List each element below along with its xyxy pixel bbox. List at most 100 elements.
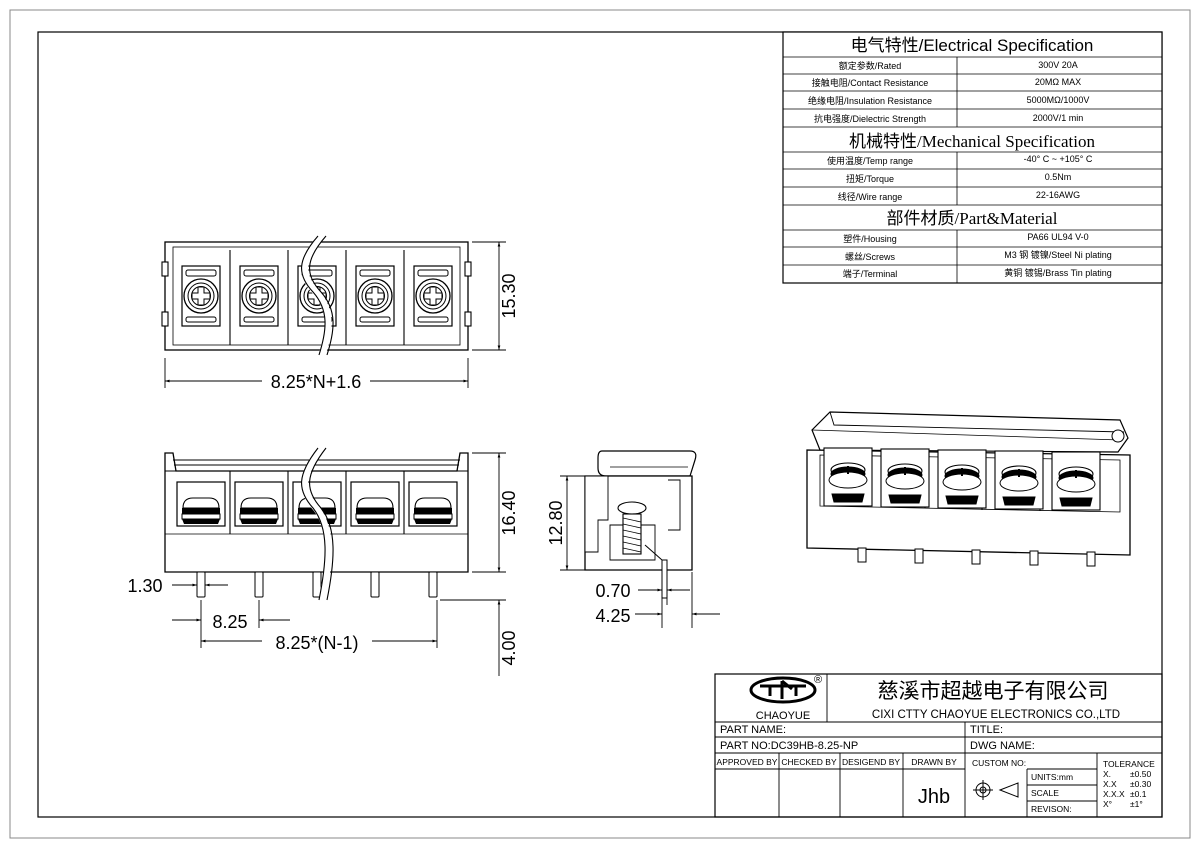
- company-logo: [749, 676, 817, 704]
- pin-length-label: 4.00: [499, 630, 519, 665]
- front-height-label: 16.40: [499, 490, 519, 535]
- spec-value: M3 钢 镀镍/Steel Ni plating: [1004, 249, 1112, 260]
- revision-label: REVISON:: [1031, 804, 1072, 814]
- drawn-by-name: Jhb: [918, 786, 950, 808]
- screw-top-icon: [181, 265, 221, 327]
- screw-front-icon: [350, 481, 400, 527]
- side-view: [584, 450, 697, 599]
- pin: [661, 559, 668, 599]
- spec-label: 使用温度/Temp range: [827, 155, 913, 166]
- spec-value: 20MΩ MAX: [1035, 77, 1081, 87]
- screw-front-icon: [408, 481, 458, 527]
- spec-value: 22-16AWG: [1036, 190, 1080, 200]
- break-line: [301, 445, 332, 601]
- break-line: [301, 233, 332, 357]
- side-pin-label: 0.70: [595, 581, 630, 601]
- title-block: [714, 673, 1163, 818]
- units-label: UNITS:mm: [1031, 772, 1073, 782]
- spec-label: 塑件/Housing: [843, 233, 897, 244]
- logo-registered-mark: ®: [814, 674, 822, 686]
- top-width-dimension: [164, 358, 469, 388]
- pin: [857, 547, 867, 563]
- checked-by-label: CHECKED BY: [781, 757, 837, 767]
- pin-span-label: 8.25*(N-1): [275, 633, 358, 653]
- part-name-label: PART NAME:: [720, 724, 786, 736]
- pin: [1029, 550, 1039, 566]
- front-height-dimension: [440, 452, 506, 676]
- tolerance-title: TOLERANCE: [1103, 759, 1155, 769]
- pitch-label: 8.25: [212, 612, 247, 632]
- dwg-name-label: DWG NAME:: [970, 740, 1035, 752]
- pin: [370, 571, 380, 598]
- screw-top-icon: [413, 265, 453, 327]
- pin: [196, 571, 206, 598]
- pin: [914, 548, 924, 564]
- company-name-en: CIXI CTTY CHAOYUE ELECTRONICS CO.,LTD: [872, 709, 1120, 721]
- part-number: PART NO:DC39HB-8.25-NP: [720, 740, 858, 752]
- tolerance-key: X.X.X: [1103, 789, 1125, 799]
- custom-no-label: CUSTOM NO:: [972, 758, 1026, 768]
- tolerance-key: X.X: [1103, 779, 1117, 789]
- screw-iso-icon: [1051, 451, 1101, 511]
- side-offset-label: 4.25: [595, 606, 630, 626]
- electrical-title: 电气特性/Electrical Specification: [851, 36, 1094, 55]
- top-height-label: 15.30: [499, 273, 519, 318]
- screw-top-icon: [239, 265, 279, 327]
- title-label: TITLE:: [970, 724, 1003, 736]
- screw-iso-icon: [994, 450, 1044, 510]
- tolerance-value: ±0.50: [1130, 769, 1151, 779]
- spec-value: PA66 UL94 V-0: [1027, 232, 1088, 242]
- tolerance-value: ±0.30: [1130, 779, 1151, 789]
- approved-by-label: APPROVED BY: [717, 757, 778, 767]
- mechanical-title: 机械特性/Mechanical Specification: [849, 132, 1095, 151]
- screw-iso-icon: [823, 447, 873, 507]
- spec-value: 5000MΩ/1000V: [1027, 95, 1090, 105]
- tolerance-value: ±0.1: [1130, 789, 1147, 799]
- pin: [312, 571, 322, 598]
- side-height-dimension: [560, 475, 598, 571]
- pin: [428, 571, 438, 598]
- scale-label: SCALE: [1031, 788, 1059, 798]
- tolerance-value: ±1°: [1130, 799, 1143, 809]
- screw-front-icon: [234, 481, 284, 527]
- material-title: 部件材质/Part&Material: [887, 209, 1058, 228]
- sheet-inner-border: [37, 31, 1163, 818]
- spec-label: 接触电阻/Contact Resistance: [812, 77, 929, 88]
- spec-value: 黄铜 镀锡/Brass Tin plating: [1004, 267, 1112, 278]
- isometric-view: [806, 411, 1131, 567]
- side-pin-dimension: [635, 572, 720, 628]
- screw-top-icon: [355, 265, 395, 327]
- pin: [1086, 551, 1096, 567]
- drawn-by-label: DRAWN BY: [911, 757, 957, 767]
- pin: [254, 571, 264, 598]
- pin-width-label: 1.30: [127, 576, 162, 596]
- pitch-dimension: [172, 600, 438, 648]
- top-view: [161, 233, 472, 357]
- top-height-dimension: [472, 241, 506, 351]
- spec-value: -40° C ~ +105° C: [1024, 154, 1093, 164]
- spec-value: 0.5Nm: [1045, 172, 1072, 182]
- tolerance-key: X.: [1103, 769, 1111, 779]
- spec-value: 2000V/1 min: [1033, 113, 1084, 123]
- company-name-cn: 慈溪市超越电子有限公司: [878, 680, 1109, 703]
- spec-label: 绝缘电阻/Insulation Resistance: [808, 95, 932, 106]
- pin: [971, 549, 981, 565]
- tolerance-key: X°: [1103, 799, 1112, 809]
- top-width-label: 8.25*N+1.6: [271, 372, 362, 392]
- designed-by-label: DESIGEND BY: [842, 757, 900, 767]
- spec-label: 扭矩/Torque: [846, 173, 894, 184]
- projection-symbol-icon: [973, 780, 1019, 800]
- screw-iso-icon: [937, 449, 987, 509]
- side-height-label: 12.80: [546, 500, 566, 545]
- spec-label: 螺丝/Screws: [845, 251, 896, 262]
- sheet-outer-border: [9, 9, 1191, 839]
- screw-front-icon: [176, 481, 226, 527]
- spec-label: 端子/Terminal: [843, 268, 898, 279]
- spec-value: 300V 20A: [1038, 60, 1078, 70]
- spec-label: 抗电强度/Dielectric Strength: [814, 113, 926, 124]
- spec-table: 电气特性/Electrical Specification 额定参数/Rated…: [782, 31, 1163, 284]
- logo-text: CHAOYUE: [756, 710, 810, 722]
- spec-label: 额定参数/Rated: [839, 60, 902, 71]
- spec-label: 线径/Wire range: [838, 191, 903, 202]
